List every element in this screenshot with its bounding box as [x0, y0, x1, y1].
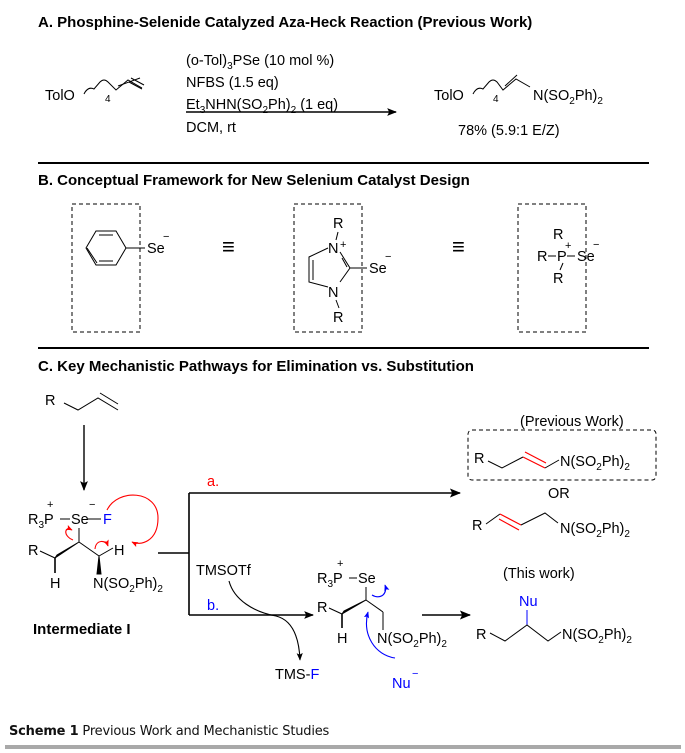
r-label: R	[476, 627, 486, 643]
imidazolium-selenide: R N + Se − N R	[293, 203, 391, 333]
reaction-conditions: (o-Tol)3PSe (10 mol %) NFBS (1.5 eq) Et3…	[186, 53, 397, 136]
svg-text:−: −	[89, 499, 95, 511]
selenium-label: Se	[577, 249, 595, 265]
phosphonium-selenide: R + R P Se − R	[517, 203, 599, 333]
n-label: N	[328, 241, 338, 257]
selenium-label: Se	[358, 571, 376, 587]
negative-charge: −	[163, 231, 169, 243]
positive-charge: +	[340, 239, 346, 251]
phenyl-selenide: Se −	[71, 203, 169, 333]
intermediate-label: Intermediate I	[33, 621, 131, 638]
product-prefix: TolO	[434, 88, 464, 104]
h-label: H	[337, 631, 347, 647]
svg-text:+: +	[47, 499, 53, 511]
previous-work-products: (Previous Work) R N(SO2Ph)2 OR R N(SO2Ph…	[467, 414, 657, 540]
yield-text: 78% (5.9:1 E/Z)	[458, 123, 560, 139]
reactant-alkene: TolO 4	[45, 77, 145, 105]
equivalence-sign: ≡	[452, 234, 465, 259]
r-label: R	[317, 600, 327, 616]
selenonium-intermediate: + R3P Se R H N(SO2Ph)2 Nu −	[317, 558, 447, 692]
fluorine-label: F	[103, 512, 112, 528]
nucleophile-label: Nu	[519, 594, 538, 610]
pathway-branch: a. b. TMSOTf TMS-F	[158, 474, 462, 683]
h-label: H	[50, 576, 60, 592]
negative-charge: −	[385, 251, 391, 263]
selenium-label: Se	[147, 241, 165, 257]
nucleophile-attack-arrow	[363, 611, 396, 659]
tmsotf-reagent: TMSOTf	[196, 563, 252, 579]
dashed-box	[467, 429, 657, 481]
benzene-ring	[85, 230, 127, 266]
equivalence-sign: ≡	[222, 234, 235, 259]
electron-arrow	[106, 494, 159, 548]
reactant-prefix: TolO	[45, 88, 75, 104]
nucleophile-label: Nu	[392, 676, 411, 692]
r-label: R	[474, 451, 484, 467]
this-work-product: (This work) Nu R N(SO2Ph)2	[476, 566, 632, 646]
repeat-count: 4	[105, 94, 111, 105]
nucleophile-charge: −	[412, 668, 418, 680]
r-label: R	[553, 271, 563, 287]
sulfonimide-label: N(SO2Ph)2	[93, 576, 163, 595]
this-work-label: (This work)	[503, 566, 575, 582]
starting-alkene: R	[45, 392, 119, 411]
h-label: H	[114, 543, 124, 559]
section-a-title: A. Phosphine-Selenide Catalyzed Aza-Heck…	[38, 14, 532, 31]
dashed-box	[517, 203, 587, 333]
red-double-bond	[522, 451, 547, 469]
caption-label: Scheme 1	[9, 724, 79, 739]
or-label: OR	[548, 486, 570, 502]
r-label: R	[472, 518, 482, 534]
red-double-bond	[498, 513, 522, 531]
intermediate-i: + R3P Se − F R H H N(SO2Ph)2 Intermediat…	[28, 494, 163, 638]
condition-solvent: DCM, rt	[186, 120, 236, 136]
n-label: N	[328, 285, 338, 301]
section-c-title: C. Key Mechanistic Pathways for Eliminat…	[38, 358, 474, 375]
product-group: N(SO2Ph)2	[533, 88, 603, 107]
r3p-label: R3P	[317, 571, 343, 590]
selenium-label: Se	[369, 261, 387, 277]
product-enamine: TolO 4 N(SO2Ph)2 78% (5.9:1 E/Z)	[434, 74, 603, 139]
p-label: P	[557, 249, 567, 265]
reaction-scheme: A. Phosphine-Selenide Catalyzed Aza-Heck…	[28, 14, 657, 692]
product-repeat-count: 4	[493, 94, 499, 105]
previous-work-label: (Previous Work)	[520, 414, 624, 430]
r-label: R	[537, 249, 547, 265]
pathway-a-label: a.	[207, 474, 219, 490]
r-label: R	[333, 310, 343, 326]
electron-arrow	[371, 584, 390, 598]
condition-additive: Et3NHN(SO2Ph)2 (1 eq)	[186, 97, 338, 116]
r3p-label: R3P	[28, 512, 54, 531]
scheme-caption: Scheme 1 Previous Work and Mechanistic S…	[9, 724, 329, 739]
r-label: R	[333, 216, 343, 232]
electron-arrow	[65, 524, 74, 541]
caption-text: Previous Work and Mechanistic Studies	[78, 724, 330, 739]
tms-f-byproduct: TMS-F	[275, 667, 319, 683]
negative-charge: −	[593, 239, 599, 251]
sulfonimide-label: N(SO2Ph)2	[377, 631, 447, 650]
positive-charge: +	[565, 240, 571, 252]
sulfonimide-label: N(SO2Ph)2	[560, 454, 630, 473]
condition-catalyst: (o-Tol)3PSe (10 mol %)	[186, 53, 334, 72]
dashed-box	[71, 203, 141, 333]
sulfonimide-label: N(SO2Ph)2	[562, 627, 632, 646]
svg-text:+: +	[337, 558, 343, 570]
tmsf-release-arrow	[228, 580, 303, 661]
r-label: R	[28, 543, 38, 559]
sulfonimide-label: N(SO2Ph)2	[560, 521, 630, 540]
selenium-label: Se	[71, 512, 89, 528]
condition-oxidant: NFBS (1.5 eq)	[186, 75, 279, 91]
electron-arrow	[94, 539, 109, 550]
r-label: R	[553, 227, 563, 243]
pathway-b-label: b.	[207, 598, 219, 614]
section-b-title: B. Conceptual Framework for New Selenium…	[38, 172, 470, 189]
r-label: R	[45, 393, 55, 409]
bottom-rule	[5, 745, 681, 749]
